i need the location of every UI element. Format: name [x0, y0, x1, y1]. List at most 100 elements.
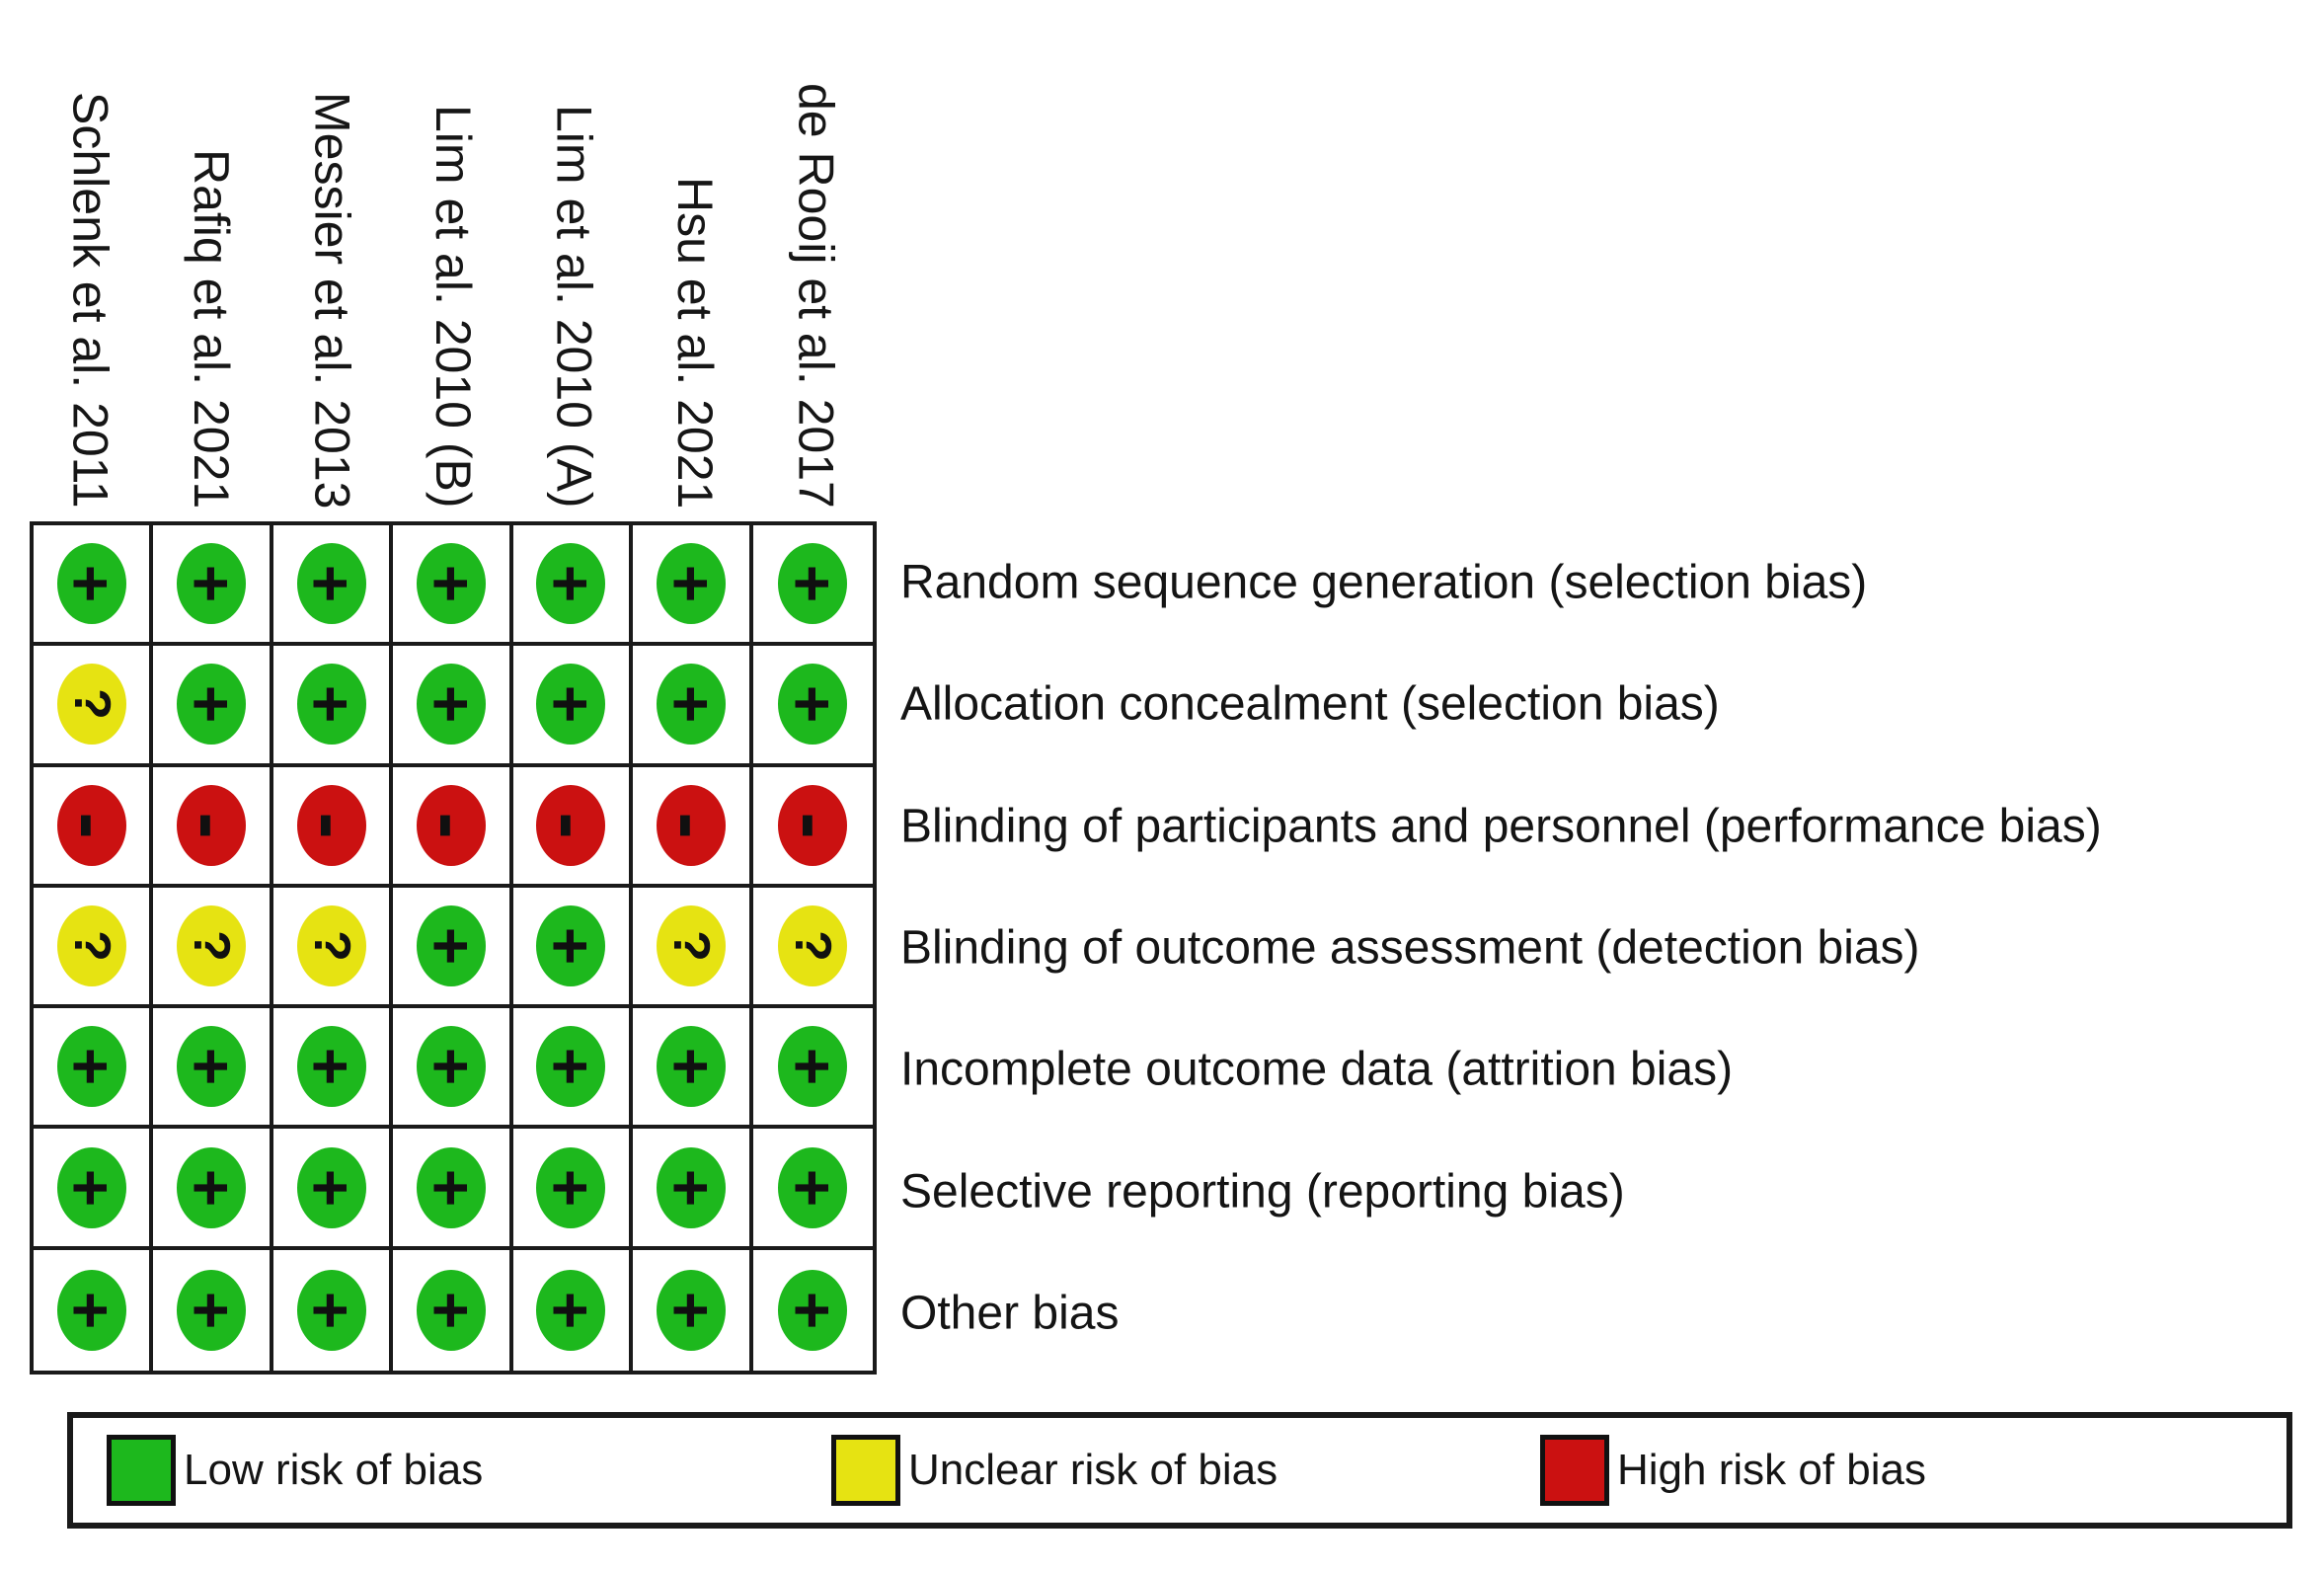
risk-symbol: +: [534, 1048, 608, 1086]
risk-marker-high: -: [167, 784, 257, 866]
risk-marker-low: +: [175, 543, 248, 625]
risk-symbol: +: [175, 1168, 249, 1207]
domain-label: Random sequence generation (selection bi…: [900, 556, 1868, 609]
risk-marker-low: +: [655, 1026, 728, 1108]
risk-symbol: -: [646, 812, 736, 839]
risk-symbol: +: [654, 564, 728, 603]
risk-symbol: +: [414, 1291, 488, 1330]
risk-marker-low: +: [654, 664, 728, 746]
risk-marker-low: +: [776, 543, 849, 625]
risk-marker-unclear: ?: [296, 904, 366, 986]
risk-marker-low: +: [55, 1269, 128, 1351]
risk-symbol: +: [414, 564, 488, 603]
risk-symbol: +: [414, 1168, 488, 1207]
risk-marker-low: +: [534, 664, 607, 746]
grid-cell: -: [752, 766, 873, 888]
legend-item-unclear: Unclear risk of bias: [831, 1435, 1278, 1506]
grid-cell: ?: [34, 887, 154, 1009]
risk-symbol: +: [294, 1291, 368, 1330]
risk-marker-unclear: ?: [778, 904, 848, 986]
grid-cell: +: [153, 1008, 273, 1130]
risk-symbol: +: [175, 1048, 249, 1086]
risk-marker-low: +: [55, 543, 128, 625]
grid-cell: +: [512, 525, 634, 647]
risk-marker-unclear: ?: [656, 904, 726, 986]
study-header: Messier et al. 2013: [304, 91, 360, 509]
grid-cell: +: [393, 887, 513, 1009]
risk-symbol: +: [175, 1291, 249, 1330]
risk-symbol: -: [167, 812, 258, 839]
risk-marker-low: +: [415, 904, 488, 986]
risk-marker-high: -: [407, 784, 497, 866]
legend-label: Low risk of bias: [184, 1446, 484, 1494]
risk-marker-low: +: [175, 1269, 249, 1351]
risk-marker-low: +: [776, 1269, 849, 1351]
legend-swatch-unclear: [831, 1435, 900, 1506]
risk-marker-low: +: [534, 1026, 608, 1108]
risk-marker-high: -: [526, 784, 616, 866]
risk-marker-low: +: [534, 1269, 607, 1351]
grid-cell: +: [393, 1129, 513, 1250]
legend-swatch-high: [1540, 1435, 1609, 1506]
risk-marker-low: +: [175, 1146, 249, 1228]
risk-symbol: +: [414, 685, 488, 724]
grid-cell: +: [272, 1129, 394, 1250]
risk-marker-high: -: [47, 784, 137, 866]
grid-cell: +: [633, 1129, 753, 1250]
legend-label: Unclear risk of bias: [908, 1446, 1278, 1494]
legend-swatch-low: [107, 1435, 176, 1506]
grid-cell: -: [272, 766, 394, 888]
grid-cell: +: [393, 646, 513, 767]
risk-marker-low: +: [414, 664, 488, 746]
grid-cell: +: [512, 1008, 634, 1130]
risk-marker-low: +: [654, 543, 728, 625]
risk-marker-low: +: [414, 1269, 488, 1351]
grid-cell: -: [512, 766, 634, 888]
risk-marker-high: -: [287, 784, 377, 866]
risk-marker-low: +: [54, 1026, 128, 1108]
risk-marker-low: +: [175, 1026, 249, 1108]
risk-symbol: +: [294, 1168, 368, 1207]
domain-label: Selective reporting (reporting bias): [900, 1165, 1625, 1218]
domain-label: Other bias: [900, 1287, 1120, 1340]
risk-marker-unclear: ?: [56, 904, 126, 986]
risk-marker-low: +: [294, 1146, 368, 1228]
risk-marker-low: +: [55, 1146, 128, 1228]
risk-marker-low: +: [175, 664, 249, 746]
grid-cell: ?: [34, 646, 154, 767]
study-header: de Rooij et al. 2017: [788, 83, 844, 509]
risk-marker-low: +: [295, 1026, 368, 1108]
risk-marker-low: +: [534, 543, 607, 625]
grid-cell: +: [633, 646, 753, 767]
study-header: Schlenk et al. 2011: [62, 92, 118, 509]
risk-symbol: ?: [784, 930, 842, 962]
risk-symbol: +: [654, 685, 728, 724]
legend-item-low: Low risk of bias: [107, 1435, 483, 1506]
grid-cell: +: [752, 1008, 873, 1130]
study-header: Lim et al. 2010 (B): [426, 105, 481, 509]
grid-cell: -: [34, 766, 154, 888]
study-header: Hsu et al. 2021: [667, 176, 724, 509]
risk-marker-unclear: ?: [177, 904, 247, 986]
risk-marker-low: +: [414, 1026, 488, 1108]
risk-symbol: -: [406, 812, 497, 839]
risk-symbol: -: [768, 812, 859, 839]
risk-symbol: +: [776, 685, 850, 724]
risk-symbol: +: [414, 1048, 488, 1086]
risk-marker-low: +: [295, 543, 368, 625]
grid-cell: +: [272, 525, 394, 647]
risk-symbol: +: [54, 1048, 128, 1086]
domain-label: Allocation concealment (selection bias): [900, 677, 1720, 731]
grid-cell: +: [34, 525, 154, 647]
risk-marker-low: +: [776, 1146, 849, 1228]
grid-cell: +: [633, 1008, 753, 1130]
grid-cell: +: [512, 887, 634, 1009]
grid-cell: +: [752, 1129, 873, 1250]
risk-symbol: +: [175, 685, 249, 724]
risk-symbol: -: [46, 812, 137, 839]
grid-cell: +: [633, 525, 753, 647]
grid-cell: +: [393, 525, 513, 647]
risk-grid: +++++++?++++++-------???++??++++++++++++…: [30, 521, 877, 1375]
risk-symbol: ?: [661, 930, 720, 962]
